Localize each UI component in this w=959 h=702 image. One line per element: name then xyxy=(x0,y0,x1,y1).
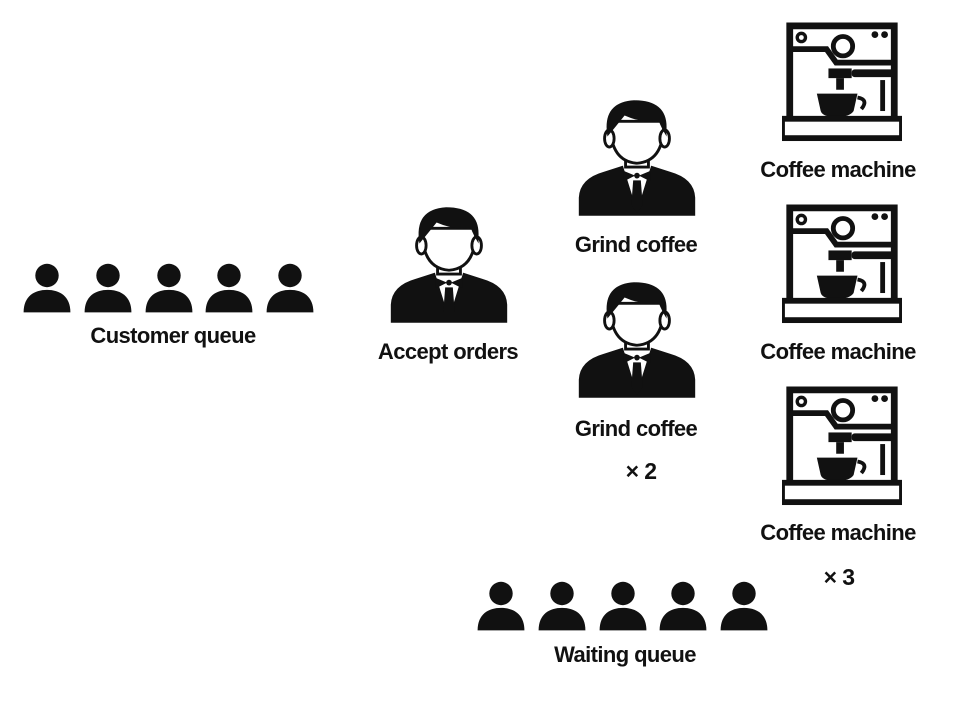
person-icon xyxy=(596,580,650,634)
customer-queue xyxy=(20,262,320,316)
coffee-machine-label: Coffee machine xyxy=(760,157,916,182)
espresso-machine-icon xyxy=(782,386,902,506)
grind-coffee-label: Grind coffee xyxy=(574,232,698,257)
grind-coffee-label: Grind coffee xyxy=(574,416,698,441)
customer-queue-label: Customer queue xyxy=(90,323,256,348)
barista-icon xyxy=(575,280,699,400)
accept-orders-label: Accept orders xyxy=(377,339,519,364)
person-icon xyxy=(20,262,74,316)
person-icon xyxy=(474,580,528,634)
barista-icon xyxy=(575,98,699,218)
machines-multiplier: × 3 xyxy=(823,564,855,590)
person-icon xyxy=(202,262,256,316)
espresso-machine-icon xyxy=(782,204,902,324)
person-icon xyxy=(142,262,196,316)
person-icon xyxy=(81,262,135,316)
person-icon xyxy=(263,262,317,316)
waiting-queue-label: Waiting queue xyxy=(554,642,696,667)
barista-icon xyxy=(387,205,511,325)
person-icon xyxy=(535,580,589,634)
coffee-machine-label: Coffee machine xyxy=(760,520,916,545)
grinders-multiplier: × 2 xyxy=(625,458,657,484)
coffee-machine-label: Coffee machine xyxy=(760,339,916,364)
espresso-machine-icon xyxy=(782,22,902,142)
person-icon xyxy=(656,580,710,634)
waiting-queue xyxy=(474,580,774,634)
person-icon xyxy=(717,580,771,634)
